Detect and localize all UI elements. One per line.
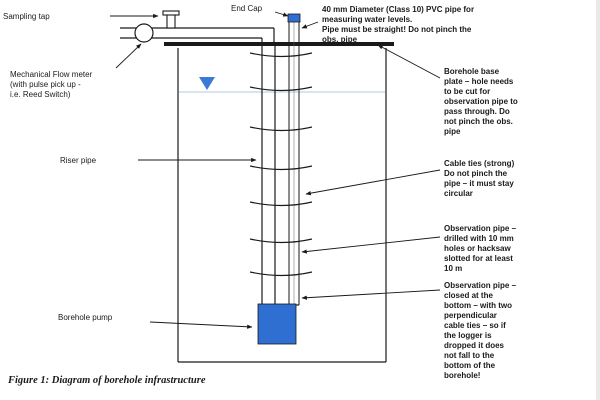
page-edge: [596, 0, 600, 400]
label-obs-slotted-line: drilled with 10 mm: [444, 234, 514, 243]
label-base-plate-line: plate – hole needs: [444, 77, 514, 86]
label-cable-ties: Cable ties (strong) Do not pinch the pip…: [444, 159, 516, 198]
label-pvc-pipe-line: obs. pipe: [322, 35, 358, 44]
label-base-plate: Borehole base plate – hole needs to be c…: [444, 67, 520, 136]
arrow-end-cap: [274, 11, 289, 17]
label-obs-closed-line: borehole!: [444, 371, 480, 380]
arrow-pvc-pipe: [301, 21, 319, 29]
label-cable-ties-line: Cable ties (strong): [444, 159, 515, 168]
sampling-tap: [162, 10, 180, 29]
water-level-triangle: [199, 77, 215, 90]
label-base-plate-line: pipe: [444, 127, 461, 136]
arrow-obs-closed: [301, 289, 441, 300]
label-obs-closed-line: closed at the: [444, 291, 493, 300]
label-base-plate-line: pass through. Do: [444, 107, 510, 116]
label-base-plate-line: observation pipe to: [444, 97, 518, 106]
label-obs-slotted-line: holes or hacksaw: [444, 244, 511, 253]
label-borehole-pump: Borehole pump: [58, 313, 113, 322]
label-flow-meter-line: i.e. Reed Switch): [10, 90, 71, 99]
label-obs-closed-line: not fall to the: [444, 351, 495, 360]
label-pvc-pipe-line: 40 mm Diameter (Class 10) PVC pipe for: [322, 5, 474, 14]
label-riser-pipe: Riser pipe: [60, 156, 97, 165]
label-base-plate-line: to be cut for: [444, 87, 490, 96]
arrow-cable-ties: [305, 169, 441, 196]
label-obs-closed-line: Observation pipe –: [444, 281, 517, 290]
figure-caption: Figure 1: Diagram of borehole infrastruc…: [8, 375, 206, 386]
label-obs-slotted-line: Observation pipe –: [444, 224, 517, 233]
label-obs-closed-line: bottom of the: [444, 361, 496, 370]
riser-pipe: [261, 42, 276, 306]
arrow-obs-slotted: [301, 236, 441, 254]
label-base-plate-line: Borehole base: [444, 67, 500, 76]
label-obs-closed-line: cable ties – so if: [444, 321, 506, 330]
arrow-flow-meter: [115, 43, 142, 69]
arrow-base-plate: [377, 44, 441, 79]
end-cap: [287, 13, 301, 23]
label-pvc-pipe-line: Pipe must be straight! Do not pinch the: [322, 25, 472, 34]
label-sampling-tap: Sampling tap: [3, 12, 50, 21]
observation-pipe: [288, 22, 300, 306]
label-pvc-pipe: 40 mm Diameter (Class 10) PVC pipe for m…: [322, 5, 476, 44]
borehole-pump: [257, 303, 297, 345]
label-base-plate-line: not pinch the obs.: [444, 117, 513, 126]
label-flow-meter: Mechanical Flow meter (with pulse pick u…: [10, 70, 94, 99]
label-obs-closed-line: perpendicular: [444, 311, 497, 320]
label-obs-closed-line: the logger is: [444, 331, 492, 340]
label-cable-ties-line: pipe – it must stay: [444, 179, 514, 188]
label-obs-closed-line: dropped it does: [444, 341, 505, 350]
label-cable-ties-line: Do not pinch the: [444, 169, 508, 178]
label-obs-slotted-line: slotted for at least: [444, 254, 513, 263]
label-end-cap: End Cap: [231, 4, 263, 13]
borehole-casing: [177, 48, 387, 363]
label-obs-slotted-line: 10 m: [444, 264, 462, 273]
cable-ties: [249, 52, 313, 277]
label-flow-meter-line: (with pulse pick up -: [10, 80, 81, 89]
label-obs-closed-line: bottom – with two: [444, 301, 512, 310]
leader-lines: [110, 11, 441, 329]
label-cable-ties-line: circular: [444, 189, 473, 198]
label-obs-slotted: Observation pipe – drilled with 10 mm ho…: [444, 224, 518, 273]
base-plate: [164, 42, 394, 46]
label-flow-meter-line: Mechanical Flow meter: [10, 70, 93, 79]
label-pvc-pipe-line: measuring water levels.: [322, 15, 412, 24]
label-obs-closed: Observation pipe – closed at the bottom …: [444, 281, 518, 380]
arrow-pump: [149, 321, 253, 329]
flow-meter: [134, 23, 154, 43]
